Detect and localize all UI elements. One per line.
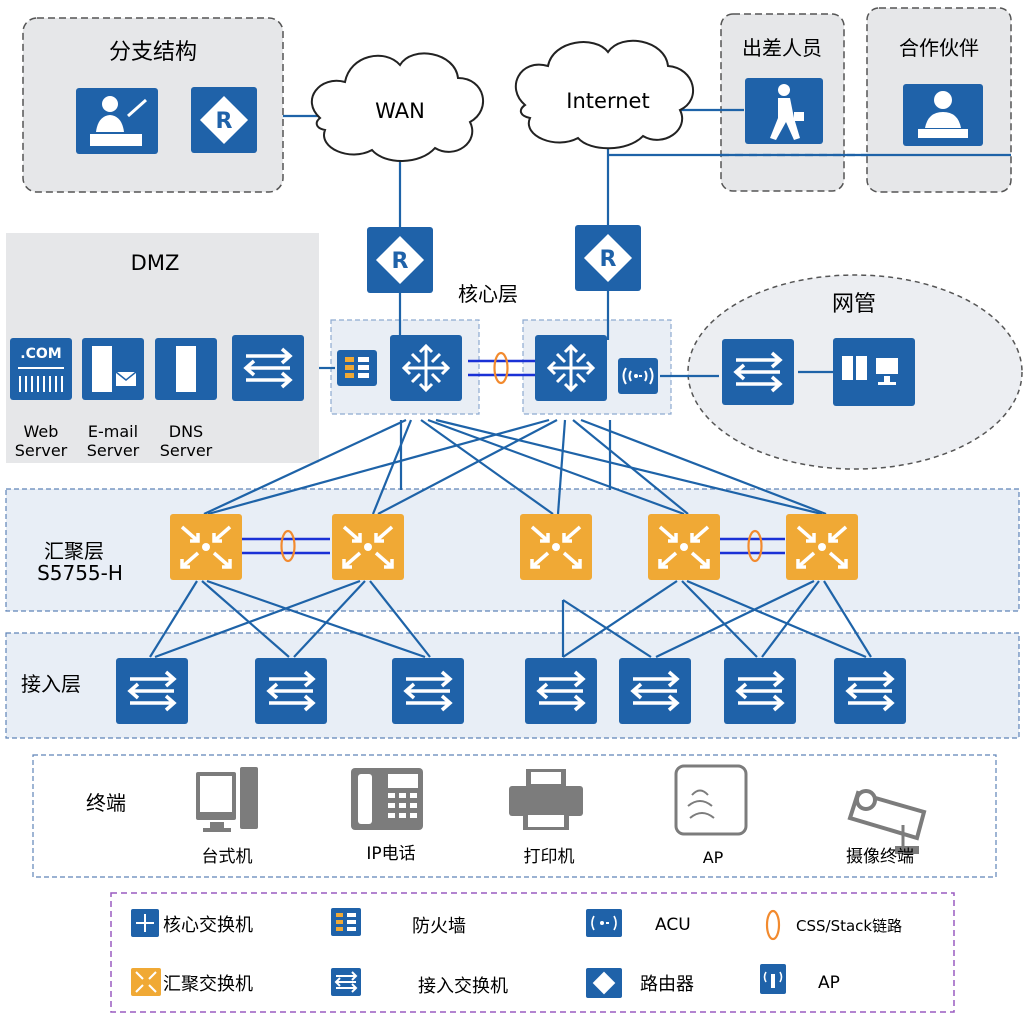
agg-layer-band bbox=[5, 488, 1020, 612]
nms-server-icon bbox=[833, 338, 915, 406]
agg-title: 汇聚层 bbox=[44, 539, 104, 563]
terminal-title: 终端 bbox=[86, 791, 126, 815]
internet-cloud-icon bbox=[514, 39, 695, 150]
legend-box bbox=[110, 892, 955, 1013]
legend-core-switch-icon bbox=[131, 909, 159, 937]
core-switch-right-icon bbox=[533, 333, 609, 403]
legend-acu-label: ACU bbox=[655, 915, 691, 935]
partner-title: 合作伙伴 bbox=[899, 36, 979, 60]
email-server-icon bbox=[82, 338, 144, 400]
camera-icon bbox=[847, 789, 927, 854]
terminal-label-ipphone: IP电话 bbox=[366, 844, 415, 864]
legend-stack-ring-icon bbox=[765, 909, 781, 941]
legend-agg-switch-label: 汇聚交换机 bbox=[163, 974, 253, 995]
agg-switch-2-icon bbox=[330, 512, 406, 582]
access-switch-3-icon bbox=[390, 656, 466, 726]
legend-stack-label: CSS/Stack链路 bbox=[796, 917, 902, 935]
dmz-access-switch-icon bbox=[230, 333, 306, 403]
ap-terminal-icon bbox=[674, 764, 748, 836]
dmz-server-label-1b: Server bbox=[15, 441, 68, 460]
legend-router-label: 路由器 bbox=[640, 974, 694, 995]
access-switch-2-icon bbox=[253, 656, 329, 726]
dmz-server-label-3b: Server bbox=[160, 441, 213, 460]
legend-access-switch-label: 接入交换机 bbox=[418, 976, 508, 997]
internet-router-icon bbox=[575, 225, 641, 291]
traveler-icon bbox=[745, 78, 823, 144]
desktop-icon bbox=[196, 767, 258, 832]
agg-switch-4-icon bbox=[646, 512, 722, 582]
dmz-server-label-3a: DNS bbox=[169, 422, 203, 441]
access-switch-5-icon bbox=[617, 656, 693, 726]
acu-icon bbox=[617, 357, 659, 395]
core-title: 核心层 bbox=[458, 282, 518, 306]
access-switch-4-icon bbox=[523, 656, 599, 726]
terminal-label-ap: AP bbox=[703, 848, 724, 867]
legend-ap-icon bbox=[760, 964, 786, 994]
svg-text:.COM: .COM bbox=[20, 346, 61, 362]
wan-cloud-icon bbox=[310, 52, 485, 162]
legend-access-switch-icon bbox=[331, 968, 361, 996]
core-switch-left-icon bbox=[388, 333, 464, 403]
legend-agg-switch-icon bbox=[131, 968, 161, 996]
access-switch-1-icon bbox=[114, 656, 190, 726]
dns-server-icon bbox=[155, 338, 217, 400]
dmz-server-label-2a: E-mail bbox=[88, 422, 138, 441]
legend-core-switch-label: 核心交换机 bbox=[163, 915, 253, 936]
terminal-label-desktop: 台式机 bbox=[202, 847, 253, 867]
firewall-icon bbox=[337, 350, 377, 386]
legend-router-icon bbox=[586, 968, 622, 998]
web-server-icon: .COM bbox=[10, 338, 72, 400]
stack-links bbox=[241, 351, 785, 563]
dmz-server-label-2b: Server bbox=[87, 441, 140, 460]
access-title: 接入层 bbox=[21, 672, 81, 696]
wan-router-icon bbox=[367, 227, 433, 293]
network-links bbox=[149, 108, 1011, 659]
agg-model: S5755-H bbox=[37, 561, 123, 585]
dmz-server-label-1a: Web bbox=[24, 422, 59, 441]
agg-switch-1-icon bbox=[168, 512, 244, 582]
legend-firewall-icon bbox=[331, 908, 361, 936]
engineer-icon bbox=[76, 88, 158, 154]
legend-firewall-label: 防火墙 bbox=[412, 916, 466, 937]
partner-icon bbox=[903, 84, 983, 146]
branch-router-icon bbox=[191, 87, 257, 153]
branch-title: 分支结构 bbox=[109, 40, 197, 65]
agg-switch-3-icon bbox=[518, 512, 594, 582]
netmgmt-switch-icon bbox=[720, 337, 796, 407]
internet-label: Internet bbox=[566, 89, 649, 113]
legend-acu-icon bbox=[586, 909, 622, 937]
printer-icon bbox=[509, 769, 583, 830]
dmz-title: DMZ bbox=[131, 251, 180, 275]
terminal-label-printer: 打印机 bbox=[524, 847, 575, 867]
terminal-label-camera: 摄像终端 bbox=[846, 847, 914, 867]
agg-switch-5-icon bbox=[784, 512, 860, 582]
access-switch-6-icon bbox=[722, 656, 798, 726]
access-switch-7-icon bbox=[832, 656, 908, 726]
travel-title: 出差人员 bbox=[742, 36, 822, 60]
legend-ap-label: AP bbox=[818, 973, 840, 993]
wan-label: WAN bbox=[375, 99, 425, 123]
ip-phone-icon bbox=[351, 768, 423, 830]
netmgmt-title: 网管 bbox=[832, 292, 876, 317]
